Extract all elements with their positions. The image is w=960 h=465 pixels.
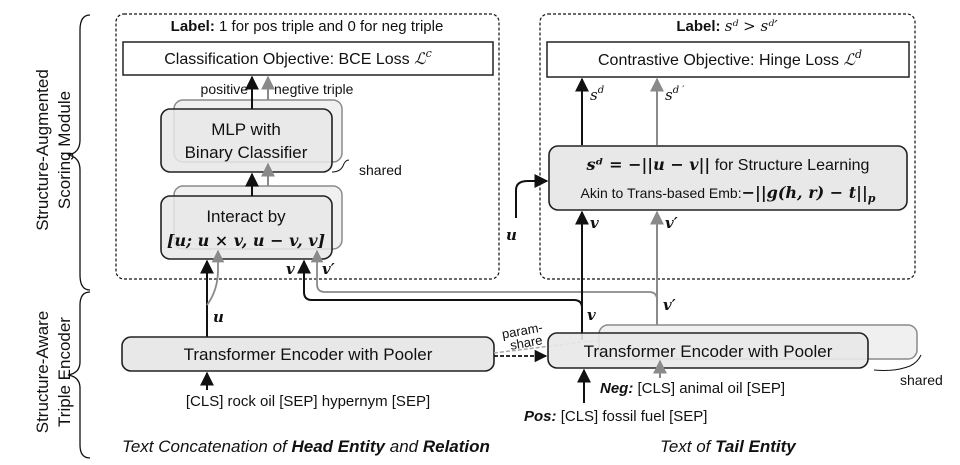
mlp-shared-label: shared: [359, 162, 402, 178]
classification-label: Label: 1 for pos triple and 0 for neg tr…: [171, 18, 444, 35]
shared-brace-encoder: [873, 354, 922, 371]
arrow-vprime-to-interact: [310, 249, 658, 330]
side-label-scoring-module: Structure-Augmented Scoring Module: [33, 69, 74, 231]
brace-scoring-module: [67, 14, 91, 291]
mlp-line1: MLP with: [211, 120, 281, 139]
arrow-u-to-interact-neg: [206, 249, 225, 306]
var-u-left: u: [213, 308, 224, 326]
structure-learning-box: [548, 145, 908, 211]
side-label-encoder-line1: Structure-Aware: [33, 311, 52, 434]
encoder-shared-label: shared: [900, 372, 943, 388]
classification-objective-text: Classification Objective: BCE Loss ℒc: [164, 47, 432, 68]
tail-encoder-label: Transformer Encoder with Pooler: [584, 342, 833, 361]
tail-encoder-box: [547, 332, 869, 369]
side-label-scoring-line1: Structure-Augmented: [33, 69, 52, 231]
head-caption: Text Concatenation of Head Entity and Re…: [122, 437, 490, 456]
interact-line1: Interact by: [206, 207, 286, 226]
var-v-left: v: [286, 260, 295, 278]
var-u-right: u: [506, 226, 517, 244]
mlp-box: [160, 108, 333, 173]
structure-line2: Akin to Trans-based Emb:−||g(h, r) − t||…: [581, 183, 876, 205]
var-vprime-left: v′: [322, 260, 335, 278]
head-encoder-label: Transformer Encoder with Pooler: [184, 345, 433, 364]
structure-line1: sᵈ = −||u − v|| for Structure Learning: [586, 155, 870, 174]
contrastive-objective-text: Contrastive Objective: Hinge Loss ℒd: [598, 48, 862, 69]
side-label-encoder-line2: Triple Encoder: [55, 317, 74, 427]
var-v-right-top: v: [590, 214, 599, 232]
var-v-right-bottom: v: [587, 306, 596, 324]
positive-label: positive: [201, 81, 249, 97]
param-share-label-1: param-: [501, 320, 544, 342]
head-encoder-box: [121, 336, 495, 372]
var-vprime-right-bottom: v′: [663, 296, 676, 314]
sdprime-label: sd ′: [665, 85, 685, 104]
side-label-triple-encoder: Structure-Aware Triple Encoder: [33, 311, 74, 434]
shared-brace-mlp: [331, 159, 350, 173]
interact-formula: [u; u × v, u − v, v]: [167, 231, 325, 250]
contrastive-module-box: [539, 13, 916, 280]
sd-label: sd: [590, 85, 604, 104]
interact-box: [160, 195, 333, 260]
contrastive-objective-box: [546, 41, 910, 78]
pos-input-text: Pos: [CLS] fossil fuel [SEP]: [524, 408, 707, 425]
head-input-text: [CLS] rock oil [SEP] hypernym [SEP]: [186, 393, 430, 410]
tail-caption: Text of Tail Entity: [660, 437, 797, 456]
side-label-scoring-line2: Scoring Module: [55, 91, 74, 209]
classification-objective-box: [122, 41, 494, 76]
param-share-label-2: share: [509, 332, 544, 352]
mlp-line2: Binary Classifier: [185, 143, 308, 162]
contrastive-label: Label: sᵈ > sᵈ′: [676, 17, 778, 35]
negative-triple-label: negtive triple: [274, 81, 354, 97]
var-vprime-right-top: v′: [665, 214, 678, 232]
arrow-u-to-structure: [515, 174, 549, 218]
neg-input-text: Neg: [CLS] animal oil [SEP]: [600, 380, 785, 397]
brace-triple-encoder: [67, 291, 91, 459]
